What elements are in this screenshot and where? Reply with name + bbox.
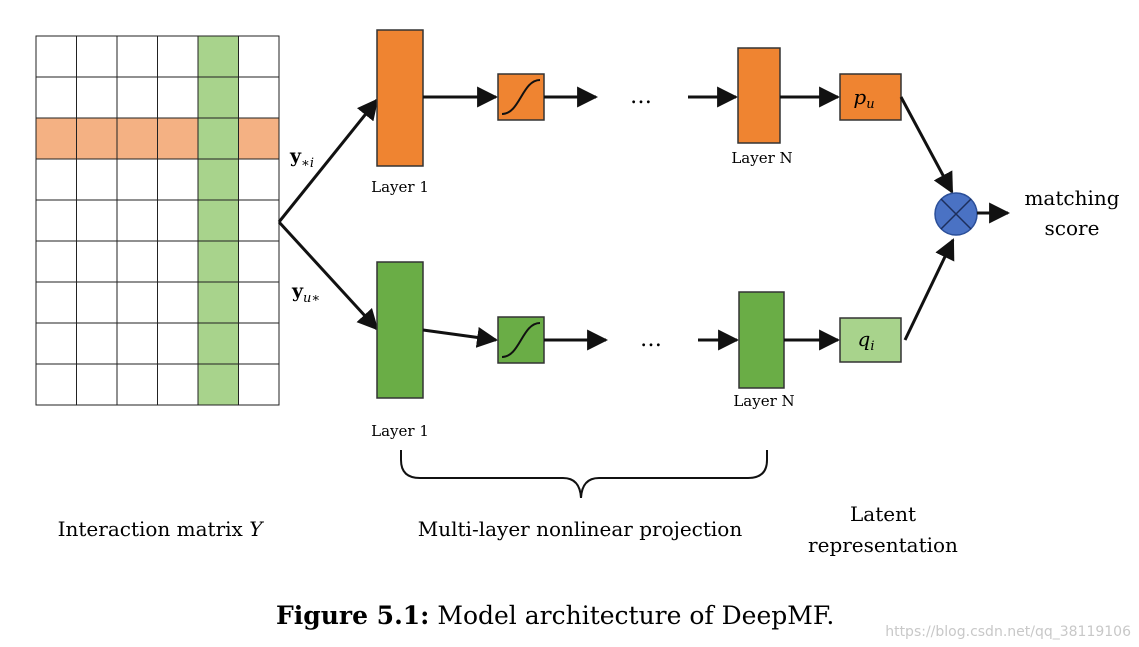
matrix-cell — [238, 117, 280, 160]
item-vector-label: y∗i — [289, 145, 314, 171]
matrix-cell — [76, 76, 118, 119]
matrix-cell — [157, 76, 199, 119]
matrix-cell — [76, 158, 118, 201]
interaction-matrix — [35, 35, 280, 406]
matrix-cell — [76, 199, 118, 242]
top-sigmoid-icon — [501, 79, 541, 115]
bottom-layerN-label: Layer N — [733, 392, 794, 410]
matrix-cell — [157, 199, 199, 242]
matrix-cell — [238, 35, 280, 78]
arrow-q-to-product — [903, 238, 955, 341]
matrix-cell — [116, 281, 158, 324]
matrix-cell — [197, 158, 239, 201]
matrix-cell — [157, 281, 199, 324]
matrix-cell — [35, 35, 77, 78]
matrix-cell — [35, 363, 77, 406]
matrix-cell — [197, 117, 239, 160]
matrix-cell — [76, 35, 118, 78]
bottom-sigmoid-icon — [501, 322, 541, 358]
matrix-cell — [157, 240, 199, 283]
top-layer1-label: Layer 1 — [371, 178, 429, 196]
matrix-cell — [76, 322, 118, 365]
matrix-cell — [76, 281, 118, 324]
matrix-cell — [197, 199, 239, 242]
bottom-layer1-label: Layer 1 — [371, 422, 429, 440]
arrow-to-item-tower — [277, 98, 379, 223]
matrix-cell — [76, 240, 118, 283]
matrix-cell — [116, 117, 158, 160]
matrix-cell — [116, 35, 158, 78]
matrix-cell — [157, 35, 199, 78]
matrix-cell — [35, 158, 77, 201]
user-vector-label: yu∗ — [291, 280, 320, 306]
projection-label: Multi-layer nonlinear projection — [418, 517, 743, 541]
matrix-cell — [157, 158, 199, 201]
arrow-p-to-product — [899, 96, 954, 194]
matrix-cell — [116, 76, 158, 119]
top-layer1-box — [376, 29, 424, 167]
p-u-label: pu — [853, 85, 874, 112]
q-i-box — [839, 317, 902, 363]
matrix-cell — [197, 322, 239, 365]
matrix-cell — [197, 240, 239, 283]
matrix-cell — [238, 363, 280, 406]
matrix-cell — [76, 117, 118, 160]
watermark: https://blog.csdn.net/qq_38119106 — [885, 624, 1131, 640]
projection-brace — [400, 450, 768, 499]
matrix-cell — [116, 199, 158, 242]
bottom-layer1-box — [376, 261, 424, 399]
top-layerN-box — [737, 47, 781, 144]
matrix-cell — [116, 240, 158, 283]
matrix-cell — [238, 76, 280, 119]
q-i-label: qi — [858, 327, 875, 354]
matrix-cell — [157, 363, 199, 406]
matrix-cell — [197, 363, 239, 406]
matrix-cell — [238, 158, 280, 201]
matrix-cell — [76, 363, 118, 406]
top-layerN-label: Layer N — [731, 149, 792, 167]
matrix-cell — [197, 35, 239, 78]
matrix-cell — [35, 76, 77, 119]
matrix-cell — [116, 322, 158, 365]
matrix-cell — [197, 76, 239, 119]
bottom-arrow-1 — [422, 327, 499, 348]
matrix-cell — [35, 199, 77, 242]
matrix-cell — [238, 322, 280, 365]
matrix-cell — [35, 281, 77, 324]
matrix-cell — [116, 158, 158, 201]
matrix-cell — [157, 322, 199, 365]
matrix-cell — [35, 322, 77, 365]
interaction-matrix-label: Interaction matrix Y — [58, 517, 265, 541]
product-cross-2 — [940, 198, 972, 230]
top-ellipsis: … — [630, 84, 652, 109]
bottom-layerN-box — [738, 291, 785, 389]
matrix-cell — [116, 363, 158, 406]
bottom-ellipsis: … — [640, 327, 662, 352]
matrix-cell — [35, 240, 77, 283]
matrix-cell — [35, 117, 77, 160]
matrix-cell — [238, 199, 280, 242]
matrix-cell — [157, 117, 199, 160]
figure-caption: Figure 5.1: Model architecture of DeepMF… — [276, 601, 834, 630]
matrix-cell — [238, 281, 280, 324]
matrix-cell — [197, 281, 239, 324]
matrix-cell — [238, 240, 280, 283]
arrow-to-user-tower — [277, 220, 379, 331]
